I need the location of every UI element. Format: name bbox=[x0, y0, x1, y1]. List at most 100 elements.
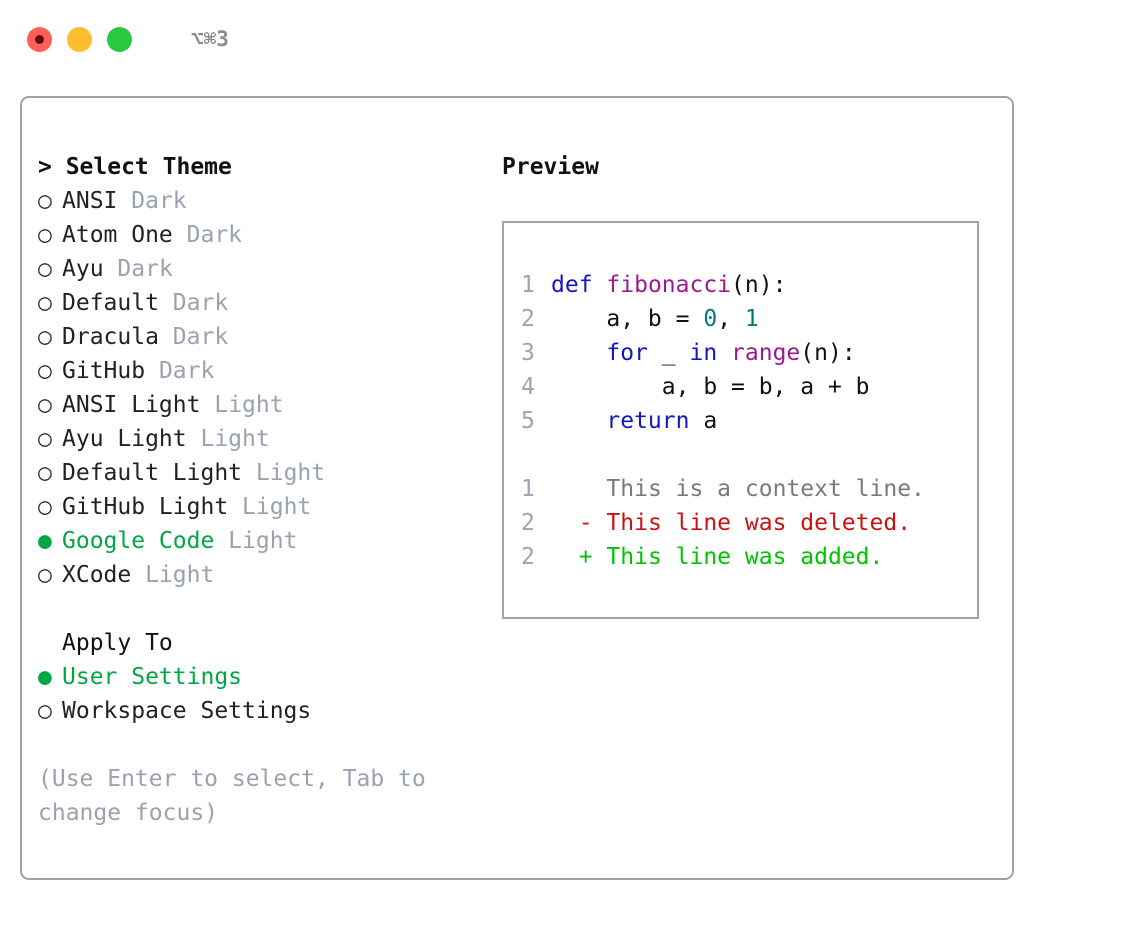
diff-text: This line was deleted. bbox=[592, 510, 912, 536]
list-spacer bbox=[38, 592, 488, 626]
theme-spacer bbox=[173, 222, 187, 248]
theme-name: ANSI Light bbox=[62, 392, 201, 418]
code-token: for bbox=[606, 340, 648, 366]
theme-name: GitHub bbox=[62, 358, 146, 384]
theme-spacer bbox=[145, 358, 159, 384]
radio-unselected-icon[interactable]: ○ bbox=[38, 460, 52, 486]
theme-list-item[interactable]: ○ Ayu Dark bbox=[38, 252, 488, 286]
code-token: a bbox=[689, 408, 718, 434]
code-token: a, b = b, a + b bbox=[551, 374, 870, 400]
diff-marker bbox=[579, 476, 593, 502]
theme-list-item[interactable]: ○GitHub Dark bbox=[38, 354, 488, 388]
code-token bbox=[551, 408, 606, 434]
theme-variant-tag: Dark bbox=[117, 256, 173, 282]
radio-unselected-icon[interactable]: ○ bbox=[38, 426, 52, 452]
line-number: 4 bbox=[521, 374, 535, 400]
theme-spacer bbox=[159, 324, 173, 350]
code-line: 2 a, b = 0, 1 bbox=[521, 302, 969, 336]
diff-line: 1 This is a context line. bbox=[521, 472, 969, 506]
diff-text: This line was added. bbox=[592, 544, 884, 570]
line-number: 5 bbox=[521, 408, 535, 434]
theme-list-item[interactable]: ●Google Code Light bbox=[38, 524, 488, 558]
theme-name: Ayu bbox=[62, 256, 104, 282]
line-number: 1 bbox=[521, 272, 535, 298]
radio-unselected-icon[interactable]: ○ bbox=[38, 290, 52, 316]
code-line: 5 return a bbox=[521, 404, 969, 438]
radio-selected-icon[interactable]: ● bbox=[38, 528, 52, 554]
theme-spacer bbox=[131, 562, 145, 588]
apply-to-item[interactable]: ● User Settings bbox=[38, 660, 488, 694]
code-token: _ bbox=[647, 340, 690, 366]
main-panel: > Select Theme ○ANSI Dark○Atom One Dark○… bbox=[20, 96, 1014, 880]
apply-to-label: User Settings bbox=[62, 664, 243, 690]
apply-to-list: ● User Settings ○Workspace Settings bbox=[38, 660, 488, 728]
theme-list-item[interactable]: ○Dracula Dark bbox=[38, 320, 488, 354]
theme-variant-tag: Light bbox=[214, 392, 284, 418]
code-line: 3 for _ in range(n): bbox=[521, 336, 969, 370]
theme-picker-column: > Select Theme ○ANSI Dark○Atom One Dark○… bbox=[38, 150, 488, 830]
theme-variant-tag: Light bbox=[228, 528, 298, 554]
radio-unselected-icon[interactable]: ○ bbox=[38, 494, 52, 520]
preview-title: Preview bbox=[502, 154, 599, 180]
diff-gutter-pad bbox=[551, 476, 579, 502]
radio-unselected-icon[interactable]: ○ bbox=[38, 562, 52, 588]
code-line: 4 a, b = b, a + b bbox=[521, 370, 969, 404]
radio-unselected-icon[interactable]: ○ bbox=[38, 324, 52, 350]
theme-name: Atom One bbox=[62, 222, 173, 248]
code-token: return bbox=[606, 408, 690, 434]
title-bar: ⌥⌘3 bbox=[0, 0, 1140, 78]
line-number: 2 bbox=[521, 510, 535, 536]
theme-list-item[interactable]: ○Ayu Light Light bbox=[38, 422, 488, 456]
theme-spacer bbox=[242, 460, 256, 486]
code-token: def bbox=[551, 272, 593, 298]
code-token bbox=[717, 340, 731, 366]
code-diff-spacer bbox=[521, 438, 969, 472]
theme-list-item[interactable]: ○XCode Light bbox=[38, 558, 488, 592]
radio-unselected-icon[interactable]: ○ bbox=[38, 698, 52, 724]
radio-selected-icon[interactable]: ● bbox=[38, 664, 52, 690]
theme-list-item[interactable]: ○Atom One Dark bbox=[38, 218, 488, 252]
code-token: (n): bbox=[800, 340, 856, 366]
radio-unselected-icon[interactable]: ○ bbox=[38, 256, 52, 282]
code-token: (n): bbox=[731, 272, 787, 298]
diff-text: This is a context line. bbox=[592, 476, 925, 502]
code-token bbox=[593, 272, 607, 298]
radio-unselected-icon[interactable]: ○ bbox=[38, 392, 52, 418]
theme-list-item[interactable]: ○Default Light Light bbox=[38, 456, 488, 490]
close-button[interactable] bbox=[27, 26, 52, 52]
radio-unselected-icon[interactable]: ○ bbox=[38, 222, 52, 248]
diff-line: 2 - This line was deleted. bbox=[521, 506, 969, 540]
theme-variant-tag: Light bbox=[255, 460, 326, 486]
code-token: , bbox=[717, 306, 745, 332]
theme-list-item[interactable]: ○ ANSI Dark bbox=[38, 184, 488, 218]
diff-gutter-pad bbox=[551, 510, 579, 536]
line-number: 1 bbox=[521, 476, 535, 502]
theme-list-item[interactable]: ○ ANSI Light Light bbox=[38, 388, 488, 422]
theme-name: ANSI bbox=[62, 188, 118, 214]
diff-sample: 1 This is a context line.2 - This line w… bbox=[521, 472, 969, 574]
minimize-button[interactable] bbox=[67, 26, 92, 52]
theme-picker-header: > Select Theme bbox=[38, 154, 232, 180]
radio-unselected-icon[interactable]: ○ bbox=[38, 188, 52, 214]
theme-variant-tag: Dark bbox=[131, 188, 187, 214]
theme-list-item[interactable]: ○Default Dark bbox=[38, 286, 488, 320]
line-number: 2 bbox=[521, 544, 535, 570]
theme-spacer bbox=[187, 426, 201, 452]
theme-variant-tag: Dark bbox=[172, 290, 229, 316]
code-token bbox=[551, 340, 606, 366]
line-number: 3 bbox=[521, 340, 535, 366]
theme-variant-tag: Light bbox=[145, 562, 215, 588]
theme-list-item[interactable]: ○GitHub Light Light bbox=[38, 490, 488, 524]
theme-variant-tag: Dark bbox=[172, 324, 229, 350]
theme-spacer bbox=[200, 392, 214, 418]
keyboard-hint: (Use Enter to select, Tab to change focu… bbox=[38, 766, 440, 826]
code-token: in bbox=[689, 340, 718, 366]
apply-to-item[interactable]: ○Workspace Settings bbox=[38, 694, 488, 728]
radio-unselected-icon[interactable]: ○ bbox=[38, 358, 52, 384]
theme-spacer bbox=[214, 528, 228, 554]
maximize-button[interactable] bbox=[107, 26, 132, 52]
